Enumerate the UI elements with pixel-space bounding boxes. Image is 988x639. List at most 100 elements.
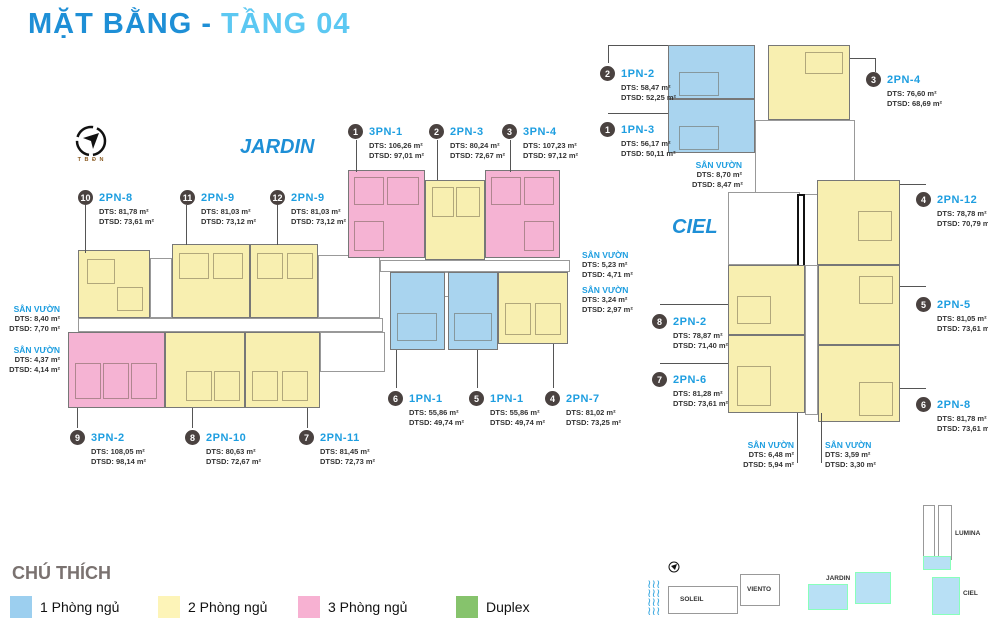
room [186, 371, 212, 401]
room [387, 177, 419, 205]
unit-2pn-8[interactable] [78, 250, 150, 318]
dts: DTS: 81,03 m² [201, 207, 251, 216]
num: 4 [916, 192, 931, 207]
num: 3 [502, 124, 517, 139]
code: 2PN-9 [201, 191, 235, 204]
unit-2pn-9[interactable] [250, 244, 318, 318]
dts: DTS: 81,45 m² [320, 447, 370, 456]
dtsd: DTSD: 72,67 m² [450, 151, 506, 160]
unit-1pn-1[interactable] [390, 272, 445, 350]
code: 3PN-4 [523, 125, 557, 138]
site-block [932, 577, 960, 615]
label: SÂN VƯỜN [13, 345, 60, 355]
leader-line [900, 184, 926, 185]
room [737, 296, 771, 324]
unit-2pn-8[interactable] [818, 345, 900, 422]
dtsd: DTSD: 73,12 m² [291, 217, 347, 226]
room [282, 371, 308, 401]
unit-2pn-9[interactable] [172, 244, 250, 318]
dts: DTS: 3,59 m² [825, 450, 871, 459]
dts: DTS: 78,78 m² [937, 209, 987, 218]
unit-2pn-10[interactable] [165, 332, 245, 408]
page-title: MẶT BẰNG - TẦNG 04 [28, 8, 351, 41]
label: 2 Phòng ngủ [188, 599, 268, 615]
num: 4 [545, 391, 560, 406]
leader-line [608, 113, 668, 114]
unit-2pn-4[interactable] [768, 45, 850, 120]
unit-1pn-2[interactable] [668, 45, 755, 99]
code: 1PN-1 [490, 392, 524, 405]
unit-1pn-1[interactable] [448, 272, 498, 350]
dts: DTS: 6,48 m² [748, 450, 794, 459]
unit-2pn-6[interactable] [728, 335, 805, 413]
corridor [380, 260, 570, 272]
dtsd: DTSD: 49,74 m² [490, 418, 546, 427]
dts: DTS: 81,03 m² [291, 207, 341, 216]
room [131, 363, 157, 399]
room [524, 177, 554, 205]
unit-2pn-11[interactable] [245, 332, 320, 408]
dtsd: DTSD: 49,74 m² [409, 418, 465, 427]
unit-3pn-1[interactable] [348, 170, 425, 258]
leader-line [660, 304, 728, 305]
legend-item-3-bedroom: 3 Phòng ngủ [298, 596, 407, 618]
leader-line [307, 408, 308, 428]
building-label-jardin: JARDIN [240, 136, 315, 158]
unit-3pn-2[interactable] [68, 332, 165, 408]
dtsd: DTSD: 71,40 m² [673, 341, 729, 350]
dts: DTS: 5,23 m² [582, 260, 628, 269]
leader-line [608, 45, 668, 46]
label: 1 Phòng ngủ [40, 599, 120, 615]
dts: DTS: 80,63 m² [206, 447, 256, 456]
room [505, 303, 531, 335]
unit-2pn-7[interactable] [498, 272, 568, 344]
unit-2pn-3[interactable] [425, 180, 485, 260]
dts: DTS: 81,78 m² [937, 414, 987, 423]
dtsd: DTSD: 4,14 m² [9, 365, 60, 374]
room [535, 303, 561, 335]
room [287, 253, 313, 279]
leader-line [797, 413, 798, 463]
unit-2pn-12[interactable] [817, 180, 900, 265]
code: 2PN-2 [673, 315, 707, 328]
compass-icon [668, 560, 680, 578]
label: Duplex [486, 599, 530, 615]
unit-1pn-3[interactable] [668, 99, 755, 153]
code: 2PN-3 [450, 125, 484, 138]
num: 8 [652, 314, 667, 329]
dts: DTS: 76,60 m² [887, 89, 937, 98]
dtsd: DTSD: 73,25 m² [566, 418, 622, 427]
leader-line [186, 205, 187, 245]
unit-2pn-5[interactable] [818, 265, 900, 345]
dts: DTS: 81,02 m² [566, 408, 616, 417]
room [213, 253, 243, 279]
label: 3 Phòng ngủ [328, 599, 408, 615]
unit-3pn-4[interactable] [485, 170, 560, 258]
dtsd: DTSD: 97,12 m² [523, 151, 579, 160]
dtsd: DTSD: 73,61 m² [99, 217, 155, 226]
lobby [728, 192, 800, 265]
legend-item-duplex: Duplex [456, 596, 530, 618]
num: 6 [388, 391, 403, 406]
corridor [78, 318, 383, 332]
leader-line [821, 413, 822, 463]
room [87, 259, 115, 284]
part2: TẦNG 04 [221, 8, 351, 40]
leader-line [660, 363, 728, 364]
num: 5 [916, 297, 931, 312]
dts: DTS: 78,87 m² [673, 331, 723, 340]
dts: DTS: 106,26 m² [369, 141, 423, 150]
dts: DTS: 56,17 m² [621, 139, 671, 148]
shaft [797, 194, 805, 269]
room [805, 52, 843, 74]
unit-2pn-2[interactable] [728, 265, 805, 335]
room [103, 363, 129, 399]
